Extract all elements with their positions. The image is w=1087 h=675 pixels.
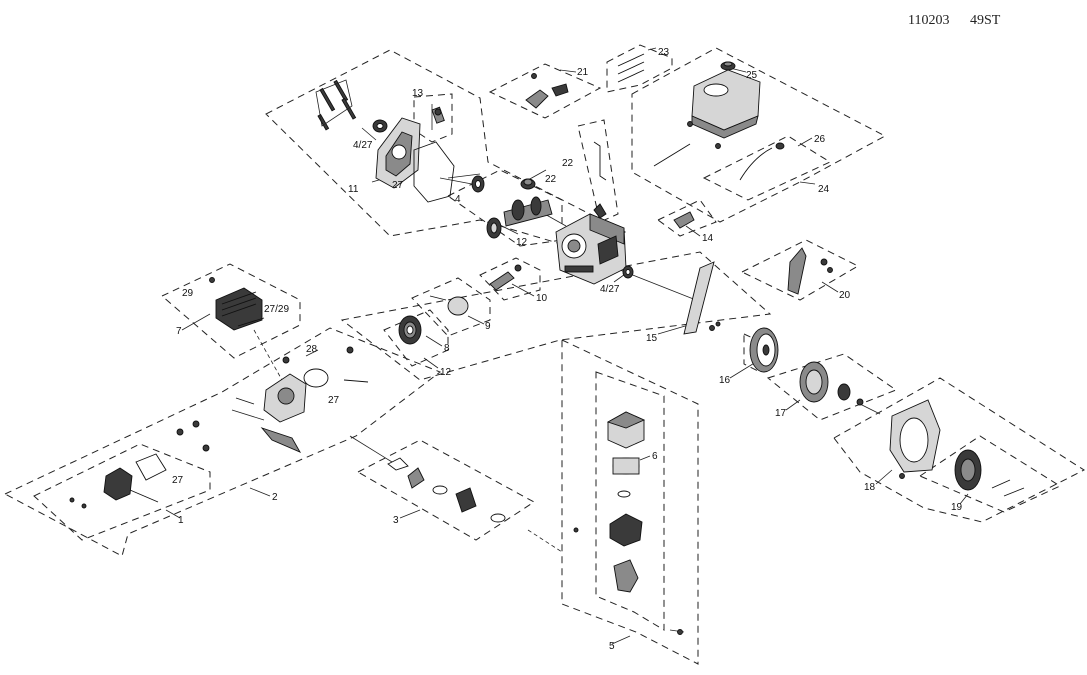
fan-part <box>799 361 864 406</box>
shroud-part <box>889 399 941 479</box>
connrod-part <box>489 264 522 291</box>
group-boxes <box>3 44 1086 665</box>
box-crankcase-22 <box>577 119 619 223</box>
crankcase-part <box>555 203 627 285</box>
box-carb-3 <box>356 439 535 541</box>
callout-27-cover: 27 <box>392 180 404 191</box>
callout-12-lower: 12 <box>440 367 452 378</box>
spring-part <box>398 315 422 345</box>
right-seal-part <box>622 265 634 279</box>
box-starter-19 <box>918 435 1062 513</box>
callout-29: 29 <box>182 288 194 299</box>
box-brake-21 <box>488 63 602 119</box>
box-tank-hose-26 <box>702 135 832 201</box>
pulley-part <box>749 327 779 373</box>
model-number: 49ST <box>970 13 1001 28</box>
box-piston-9 <box>411 277 491 337</box>
callout-9: 9 <box>485 321 491 332</box>
governor-part <box>431 106 445 124</box>
callout-1: 1 <box>178 515 184 526</box>
callout-20: 20 <box>839 290 851 301</box>
cylinder-part <box>209 277 265 331</box>
bracket-part <box>673 211 695 229</box>
box-head-2 <box>3 327 442 557</box>
air-filter-part <box>573 411 683 635</box>
callout-17: 17 <box>775 408 787 419</box>
fuel-tank-part <box>653 61 761 167</box>
callout-8: 8 <box>444 343 450 354</box>
box-sub-1 <box>33 443 211 541</box>
carburetor-part <box>387 457 506 523</box>
callout-19: 19 <box>951 502 963 513</box>
callout-27-29: 27/29 <box>264 304 289 315</box>
callout-28: 28 <box>306 344 318 355</box>
brake-part <box>525 73 569 109</box>
box-cylinder-7 <box>161 263 301 359</box>
muffler-part <box>787 247 833 295</box>
gasket-part <box>413 141 455 203</box>
box-large-middle <box>340 251 772 381</box>
starter-part <box>954 449 1025 497</box>
callout-22-gear: 22 <box>545 174 557 185</box>
callout-3: 3 <box>393 515 399 526</box>
callout-13: 13 <box>412 88 424 99</box>
callout-27-head: 27 <box>328 395 340 406</box>
box-filter-inner <box>595 371 665 631</box>
callout-7: 7 <box>176 326 182 337</box>
callout-2: 2 <box>272 492 278 503</box>
box-bolts-23 <box>606 44 673 93</box>
callout-16: 16 <box>719 375 731 386</box>
box-spring-8 <box>383 309 449 367</box>
box-shaft-22 <box>447 169 563 247</box>
callout-4-27-right: 4/27 <box>600 284 620 295</box>
box-bracket-14 <box>657 199 717 237</box>
callout-15: 15 <box>646 333 658 344</box>
callout-26: 26 <box>814 134 826 145</box>
callout-4: 4 <box>455 194 461 205</box>
callout-6: 6 <box>652 451 658 462</box>
callout-22-rod: 22 <box>562 158 574 169</box>
box-fan-17 <box>766 353 898 421</box>
callout-11: 11 <box>348 184 359 195</box>
callout-25: 25 <box>746 70 758 81</box>
callout-14: 14 <box>702 233 714 244</box>
callout-10: 10 <box>536 293 548 304</box>
tank-hose-part <box>739 142 785 181</box>
callout-23: 23 <box>658 47 670 58</box>
bolts-part <box>617 53 645 83</box>
box-recoil-16 <box>743 333 771 373</box>
callout-27-sub: 27 <box>172 475 184 486</box>
callout-21: 21 <box>577 67 589 78</box>
box-muffler-20 <box>740 239 860 301</box>
piston-part <box>429 295 469 316</box>
diagram-code: 110203 <box>908 13 949 28</box>
head-assembly-part <box>176 346 369 453</box>
callout-18: 18 <box>864 482 876 493</box>
box-cover-11 <box>265 49 627 253</box>
callout-4-27-left: 4/27 <box>353 140 373 151</box>
callout-5: 5 <box>609 641 615 652</box>
box-shroud-18 <box>833 377 1086 523</box>
callout-12-shaft: 12 <box>516 237 528 248</box>
leader-lines <box>165 47 969 645</box>
side-cover-part <box>315 79 421 189</box>
sub-assembly-part <box>69 453 167 509</box>
rod-bracket-part <box>593 141 607 181</box>
box-connrod-10 <box>479 257 541 301</box>
handle-part <box>683 261 721 335</box>
box-filter-5 <box>561 339 699 665</box>
box-tank-24 <box>631 47 887 223</box>
callout-labels: 1 2 3 4 4/27 4/27 5 6 7 8 9 10 11 12 12 … <box>172 47 963 652</box>
callout-24: 24 <box>818 184 830 195</box>
crankshaft-part <box>486 196 553 239</box>
bearing-part <box>471 175 485 193</box>
gear-part <box>520 178 536 190</box>
